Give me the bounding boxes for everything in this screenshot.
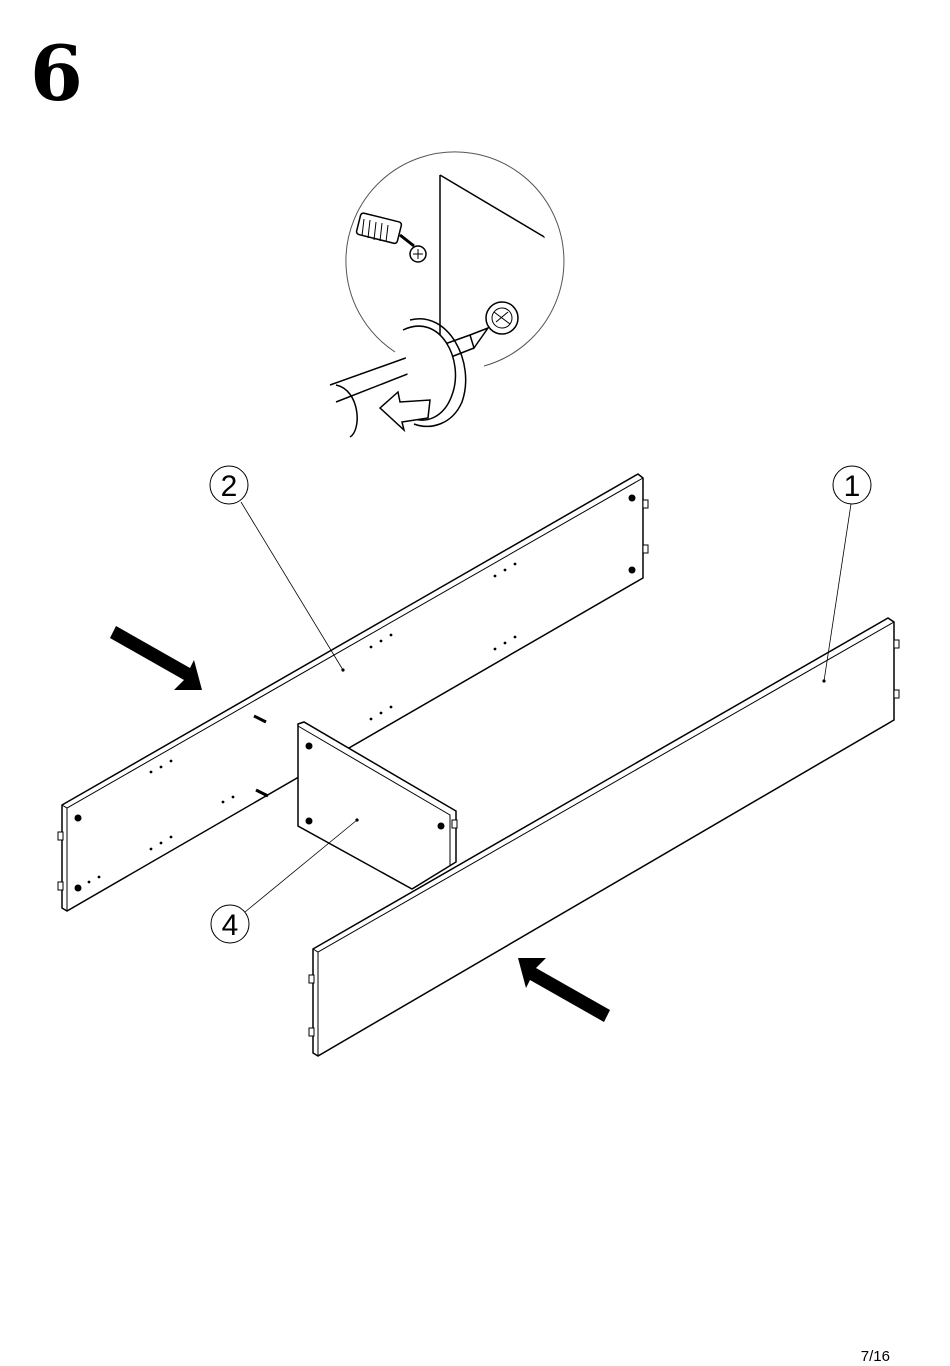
cam-lock-icon bbox=[486, 302, 518, 334]
rotate-arrow-icon bbox=[380, 319, 466, 430]
part-label-1: 1 bbox=[844, 470, 861, 503]
panel-4 bbox=[298, 722, 457, 889]
part-label-4: 4 bbox=[222, 909, 239, 942]
magnified-detail-icon bbox=[330, 152, 564, 437]
push-arrow-icon bbox=[110, 626, 202, 690]
callout-part-4: 4 bbox=[211, 820, 357, 943]
cam-dowel-icon bbox=[356, 212, 426, 262]
callout-part-2: 2 bbox=[210, 466, 343, 670]
part-label-2: 2 bbox=[221, 470, 238, 503]
page-number: 7/16 bbox=[861, 1348, 890, 1365]
push-arrow-left-icon bbox=[518, 958, 610, 1022]
